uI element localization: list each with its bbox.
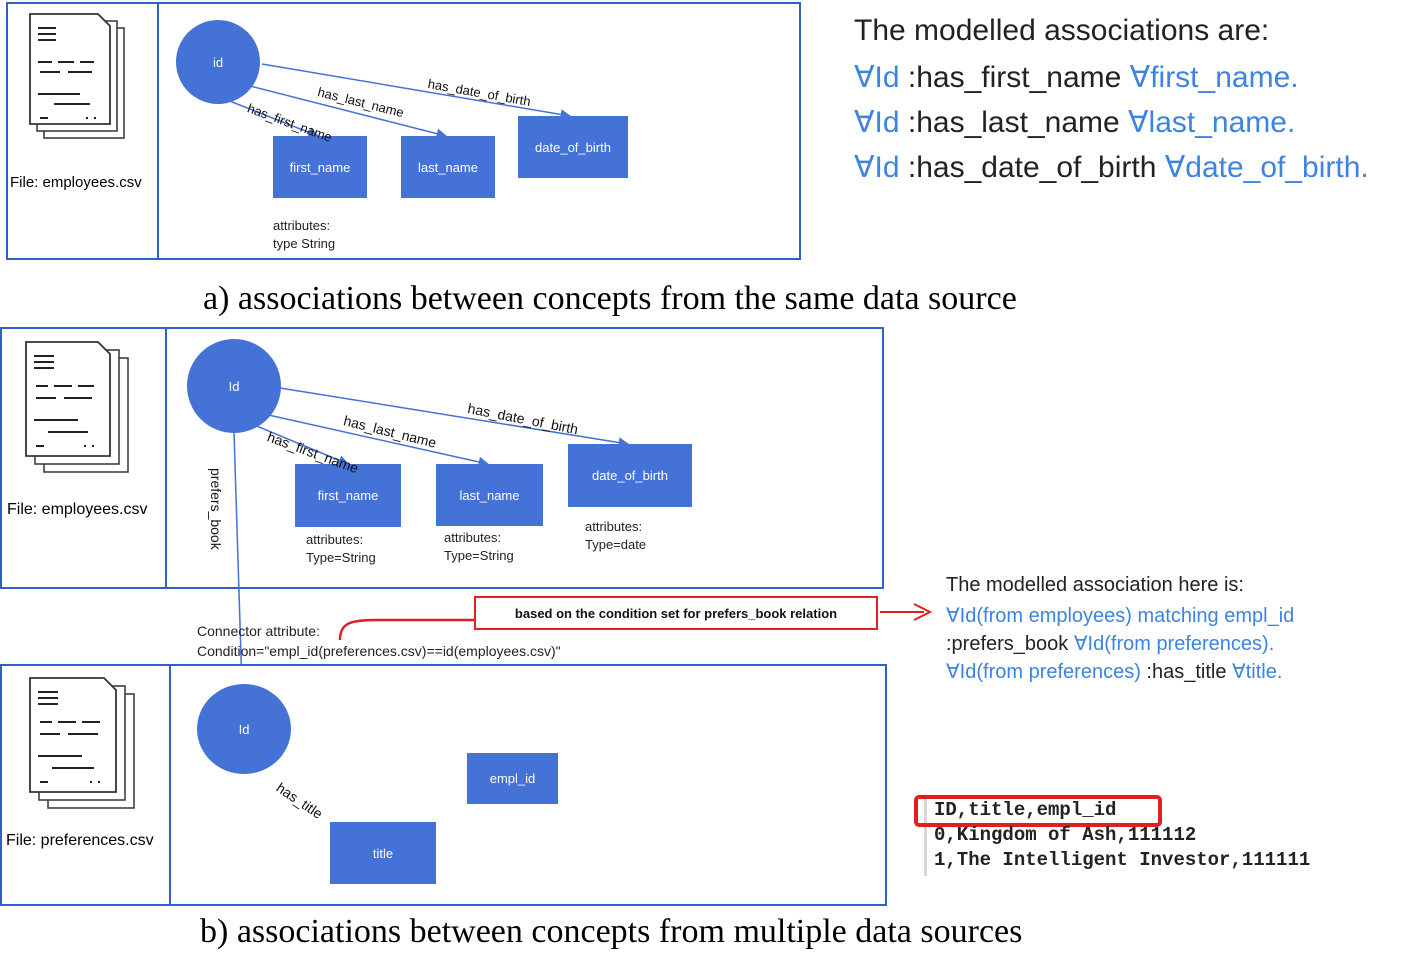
csv-header-highlight: [914, 795, 1162, 827]
assoc-b-source: ∀Id(from preferences): [946, 661, 1147, 683]
assoc-a-line-1: ∀Id :has_first_name ∀first_name.: [854, 60, 1299, 95]
panel-b2-divider: [169, 666, 171, 904]
assoc-a-target: ∀last_name.: [1128, 106, 1296, 139]
csv-row: 0,Kingdom of Ash,111112: [934, 824, 1197, 846]
connector-attribute-label: Connector attribute:: [197, 623, 320, 639]
panel-b1: [0, 327, 884, 589]
caption-a: a) associations between concepts from th…: [203, 280, 1017, 317]
node-title: title: [330, 822, 436, 884]
assoc-a-relation: :has_last_name: [899, 106, 1129, 139]
panel-a-divider: [157, 4, 159, 258]
assoc-b-line-1: ∀Id(from employees) matching empl_id: [946, 605, 1295, 627]
attr-dob-type: Type=date: [585, 537, 647, 552]
attr-dob-label: attributes:: [585, 519, 643, 534]
node-last-name-a: last_name: [401, 136, 495, 198]
panel-b2: [0, 664, 887, 906]
node-date-of-birth-b: date_of_birth: [568, 444, 692, 507]
file-label-employees-a: File: employees.csv: [10, 174, 142, 191]
assoc-b-title: The modelled association here is:: [946, 574, 1244, 596]
node-id-a: id: [176, 20, 260, 104]
assoc-a-line-2: ∀Id :has_last_name ∀last_name.: [854, 105, 1295, 140]
node-last-name-b: last_name: [436, 464, 543, 526]
node-date-of-birth-a: date_of_birth: [518, 116, 628, 178]
node-id-b1: Id: [187, 339, 281, 433]
condition-callout-text: based on the condition set for prefers_b…: [514, 605, 838, 621]
assoc-b-target: ∀Id(from preferences).: [1073, 633, 1275, 655]
callout-connector: [338, 618, 474, 641]
assoc-b-line-2: :prefers_book ∀Id(from preferences).: [946, 631, 1274, 656]
csv-gutter: [924, 798, 927, 876]
assoc-a-relation: :has_date_of_birth: [899, 151, 1165, 184]
assoc-b-relation: :has_title: [1146, 661, 1233, 683]
file-label-preferences: File: preferences.csv: [6, 832, 154, 849]
assoc-a-title: The modelled associations are:: [854, 14, 1270, 47]
assoc-a-quant: ∀Id: [854, 151, 900, 184]
assoc-a-quant: ∀Id: [854, 61, 900, 94]
csv-row: 1,The Intelligent Investor,111111: [934, 849, 1311, 871]
condition-callout: based on the condition set for prefers_b…: [474, 596, 878, 630]
panel-b1-divider: [165, 329, 167, 587]
assoc-b-target: ∀title.: [1232, 661, 1283, 683]
connector-condition: Condition="empl_id(preferences.csv)==id(…: [197, 643, 561, 659]
edge-label-prefers-book: prefers_book: [208, 468, 224, 550]
assoc-a-target: ∀date_of_birth.: [1164, 151, 1369, 184]
attributes-label-a: attributes:: [273, 218, 331, 233]
node-first-name-b: first_name: [295, 464, 401, 527]
file-label-employees-b: File: employees.csv: [7, 501, 148, 518]
callout-arrow-head: [913, 603, 933, 621]
assoc-a-target: ∀first_name.: [1129, 61, 1299, 94]
csv-header: ID,title,empl_id: [934, 799, 1117, 821]
assoc-a-relation: :has_first_name: [899, 61, 1130, 94]
attr-last-name-type: Type=String: [444, 548, 514, 563]
node-id-b2: Id: [197, 684, 291, 774]
attr-first-name-label: attributes:: [306, 532, 364, 547]
assoc-b-line-3: ∀Id(from preferences) :has_title ∀title.: [946, 659, 1282, 684]
assoc-a-line-3: ∀Id :has_date_of_birth ∀date_of_birth.: [854, 150, 1369, 185]
caption-b: b) associations between concepts from mu…: [200, 913, 1023, 950]
assoc-b-relation: :prefers_book: [946, 633, 1074, 655]
attr-first-name-type: Type=String: [306, 550, 376, 565]
panel-a: [6, 2, 801, 260]
attr-last-name-label: attributes:: [444, 530, 502, 545]
node-first-name-a: first_name: [273, 136, 367, 198]
assoc-a-quant: ∀Id: [854, 106, 900, 139]
attributes-type-a: type String: [273, 236, 336, 251]
node-empl-id: empl_id: [467, 753, 558, 804]
